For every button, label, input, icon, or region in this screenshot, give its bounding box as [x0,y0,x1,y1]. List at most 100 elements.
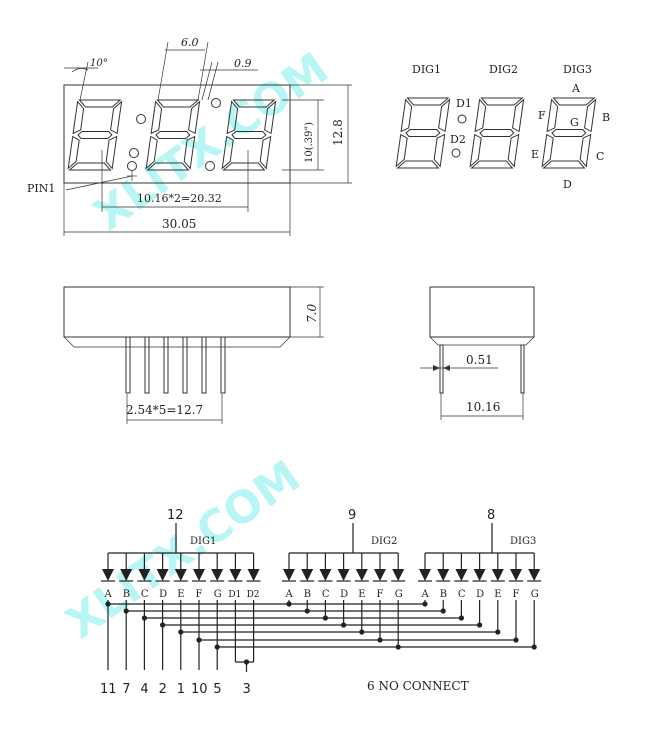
diode-segment-label: A [104,589,113,600]
junction-dot [286,601,292,607]
junction-dot [304,608,310,614]
junction-dot [123,608,129,614]
dot [129,148,139,158]
group-label: DIG1 [190,536,216,547]
junction-dot [531,644,537,650]
seg-f [226,100,239,135]
pin-number: 7 [122,682,130,697]
map-digit-label: DIG2 [489,63,518,76]
seg-d [146,162,190,171]
junction-dot [513,637,519,643]
diode [301,569,314,581]
pin-number: 1 [177,682,185,697]
diode-segment-label: F [377,589,384,600]
group-label: DIG3 [510,536,536,547]
end-body [429,286,535,338]
top-digit-2 [145,99,201,171]
diode [455,569,468,581]
junction-dot [458,615,464,621]
seg-a [232,99,276,108]
end-pin-left [439,344,444,394]
diode [437,569,450,581]
common-pin-label: 9 [348,508,356,523]
side-pin [144,336,150,394]
no-connect-note: 6 NO CONNECT [367,679,469,693]
diode-segment-label: E [177,589,184,600]
diode [392,569,405,581]
diode [156,569,169,581]
map-digit-label: DIG3 [563,63,592,76]
pin-number: 10 [191,682,208,697]
diode [120,569,133,581]
digit-height-label: 10(.39") [304,122,315,163]
pitch-label: 10.16*2=20.32 [137,192,222,205]
diode [283,569,295,581]
seg-label-d: D [563,178,572,191]
diode [510,569,522,581]
junction-dot [322,615,328,621]
diode [211,569,224,581]
seg-a [552,97,596,106]
map-digit-label: DIG1 [412,63,441,76]
end-view: 0.51 10.16 [420,286,535,420]
junction-dot [196,637,202,643]
junction-dot [477,622,483,628]
diode [174,569,187,581]
watermark-bottom: XLITX.COM [57,451,309,649]
side-pin [163,336,169,394]
map-dp-label: D1 [456,97,472,110]
diode-segment-label: E [358,589,365,600]
junction-dot [440,608,446,614]
map-digit-1 [395,97,451,169]
junction-dot [105,601,111,607]
seg-label-b: B [602,111,610,124]
pin1-label: PIN1 [27,182,55,195]
side-pin [125,336,131,394]
diode [337,569,350,581]
junction-dot [214,644,220,650]
common-pin-label: 12 [167,508,184,523]
diode [229,569,242,581]
dot [211,98,221,108]
diode-segment-label: B [123,589,130,600]
seg-a [78,99,122,108]
junction-dot [377,637,383,643]
seg-a [480,97,524,106]
diode [374,569,386,581]
end-pin-width-label: 0.51 [466,353,493,367]
pin-number: 2 [159,682,167,697]
map-digit-3 [541,97,597,169]
diode-segment-label: D1 [228,590,241,600]
seg-label-a: A [571,82,581,95]
diode-segment-label: A [421,589,430,600]
seg-width-label: 6.0 [181,36,199,49]
seg-label-g: G [570,116,579,129]
seg-b [264,100,277,135]
dot [127,161,137,171]
seg-a [156,99,200,108]
dot [136,114,146,124]
top-digit-3 [221,99,277,171]
dp-dot [451,148,461,158]
diode [355,569,368,581]
dot [205,161,215,171]
diode-segment-label: B [440,589,447,600]
seg-e [469,133,482,168]
seg-b [584,98,597,133]
seg-f [546,98,559,133]
height-label: 12.8 [331,119,345,146]
seg-c [507,133,520,168]
watermark-top: XLITX.COM [85,43,337,241]
seg-d [222,162,266,171]
diode-segment-label: D2 [247,590,260,600]
segment-map: DIG1 DIG2 DIG3 D1 D2 A B C D E F G [395,63,610,191]
top-digit-1 [67,99,123,171]
diode [247,569,260,581]
junction-dot [422,601,428,607]
seg-g [551,129,587,137]
group-label: DIG2 [371,536,397,547]
seg-b [438,98,451,133]
end-pin-right [520,344,525,394]
seg-stroke-label: 0.9 [234,57,252,70]
